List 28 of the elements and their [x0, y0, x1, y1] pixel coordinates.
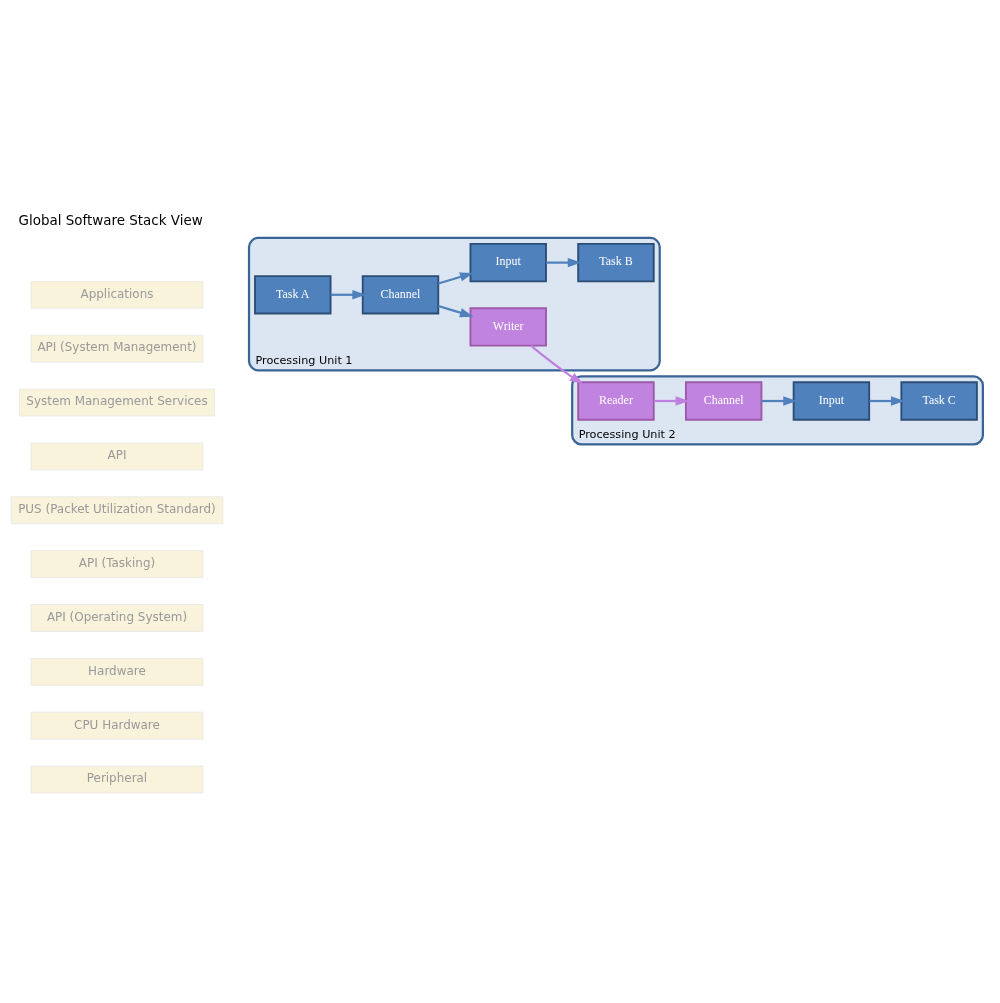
- label: PUS (Packet Utilization Standard): [18, 501, 216, 516]
- label: Peripheral: [86, 770, 148, 785]
- node-box: Task B: [577, 242, 655, 282]
- diagram-title: Global Software Stack View: [18, 212, 203, 228]
- arrow: [330, 289, 366, 299]
- label: Hardware: [88, 663, 146, 678]
- arrow: [869, 395, 905, 406]
- node-box: Channel: [361, 274, 440, 314]
- arrow: [438, 304, 474, 317]
- arrow: [438, 271, 474, 285]
- label: Applications: [80, 286, 154, 301]
- label: API: [107, 447, 127, 462]
- label: API (Operating System): [46, 609, 188, 624]
- arrow: [761, 395, 797, 406]
- node-box: Reader: [577, 380, 655, 421]
- label: API (Tasking): [78, 555, 156, 570]
- label: API (System Management): [37, 339, 197, 354]
- arrow: [546, 257, 582, 267]
- node-box: Writer: [469, 306, 547, 347]
- label: CPU Hardware: [74, 717, 160, 732]
- label: System Management Services: [26, 393, 208, 408]
- arrow: [653, 395, 689, 406]
- node-box: Input: [469, 242, 547, 282]
- node-box: Input: [792, 380, 871, 421]
- node-box: Task C: [900, 380, 978, 421]
- arrow: [530, 344, 584, 384]
- node-box: Task A: [254, 274, 332, 314]
- node-box: Channel: [684, 380, 763, 421]
